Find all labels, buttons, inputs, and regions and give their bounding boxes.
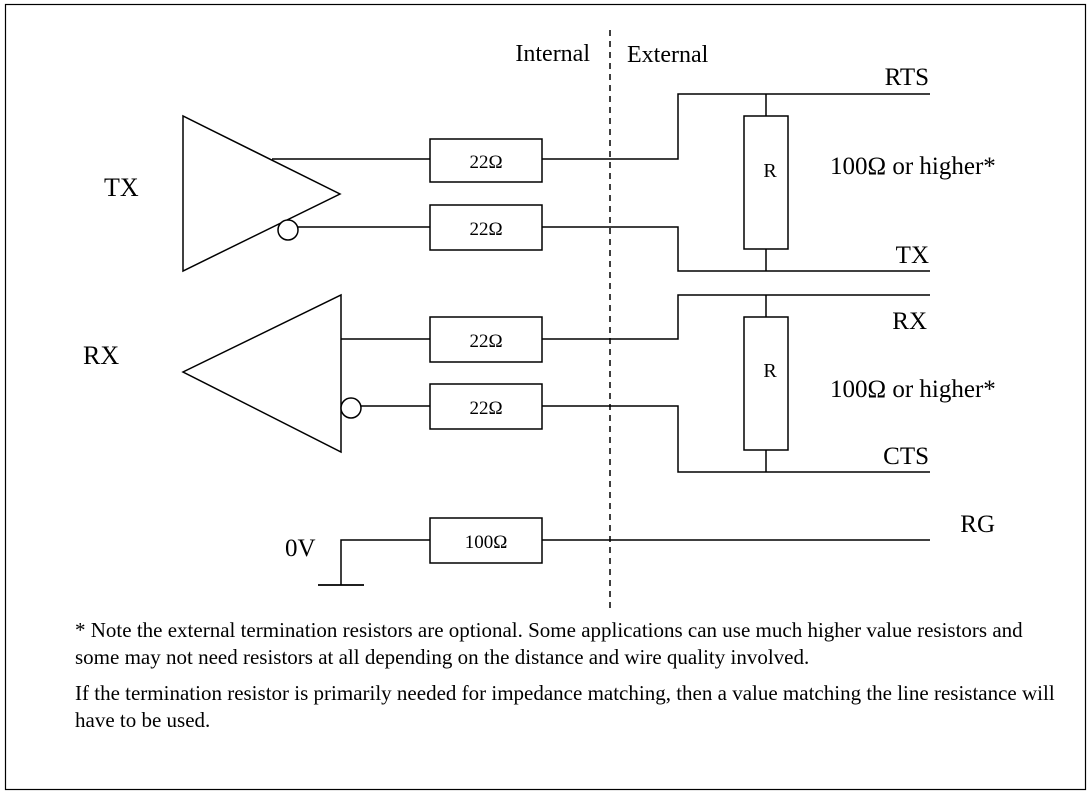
tx-series-resistor-1	[429, 138, 543, 183]
external-label: External	[627, 42, 709, 68]
cts-line	[542, 405, 930, 473]
rx-termination-resistor	[743, 316, 789, 451]
note-optional-resistors: * Note the external termination resistor…	[75, 618, 1023, 669]
rx-inverting-bubble	[340, 397, 362, 419]
rx-series-resistor-1-label: 22Ω	[469, 331, 502, 352]
tx-line-label: TX	[896, 242, 929, 269]
ground-resistor-label: 100Ω	[465, 532, 508, 553]
tx-termination-value: 100Ω or higher*	[830, 153, 996, 180]
tx-driver	[182, 114, 342, 273]
tx-inverting-bubble	[277, 219, 299, 241]
rts-label: RTS	[885, 64, 929, 91]
tx-series-resistor-2-label: 22Ω	[469, 219, 502, 240]
rg-label: RG	[960, 511, 995, 538]
rx-receiver-label: RX	[83, 341, 119, 370]
rx-termination-value: 100Ω or higher*	[830, 376, 996, 403]
internal-label: Internal	[515, 41, 590, 67]
tx-driver-label: TX	[104, 173, 139, 202]
rx-receiver-triangle	[181, 293, 342, 454]
rx-series-resistor-2-label: 22Ω	[469, 398, 502, 419]
rx-line-label: RX	[892, 308, 927, 335]
rts-line	[542, 93, 930, 160]
rx-termination-resistor-label: R	[763, 360, 777, 382]
rx-receiver	[181, 293, 362, 454]
tx-series-resistor-1-label: 22Ω	[469, 152, 502, 173]
cts-label: CTS	[883, 443, 929, 470]
tx-termination-resistor-label: R	[763, 160, 777, 182]
tx-driver-triangle	[182, 114, 342, 273]
ground-resistor	[429, 517, 543, 564]
tx-termination-resistor	[743, 115, 789, 250]
rx-series-resistor-1	[429, 316, 543, 363]
rx-line	[542, 294, 930, 340]
notes: * Note the external termination resistor…	[75, 617, 1065, 734]
outer-border	[4, 3, 1087, 791]
ground-label: 0V	[285, 535, 316, 562]
tx-line	[542, 226, 930, 272]
rx-series-resistor-2	[429, 383, 543, 430]
ground-wire	[340, 539, 430, 585]
tx-series-resistor-2	[429, 204, 543, 251]
note-impedance-matching: If the termination resistor is primarily…	[75, 681, 1055, 732]
